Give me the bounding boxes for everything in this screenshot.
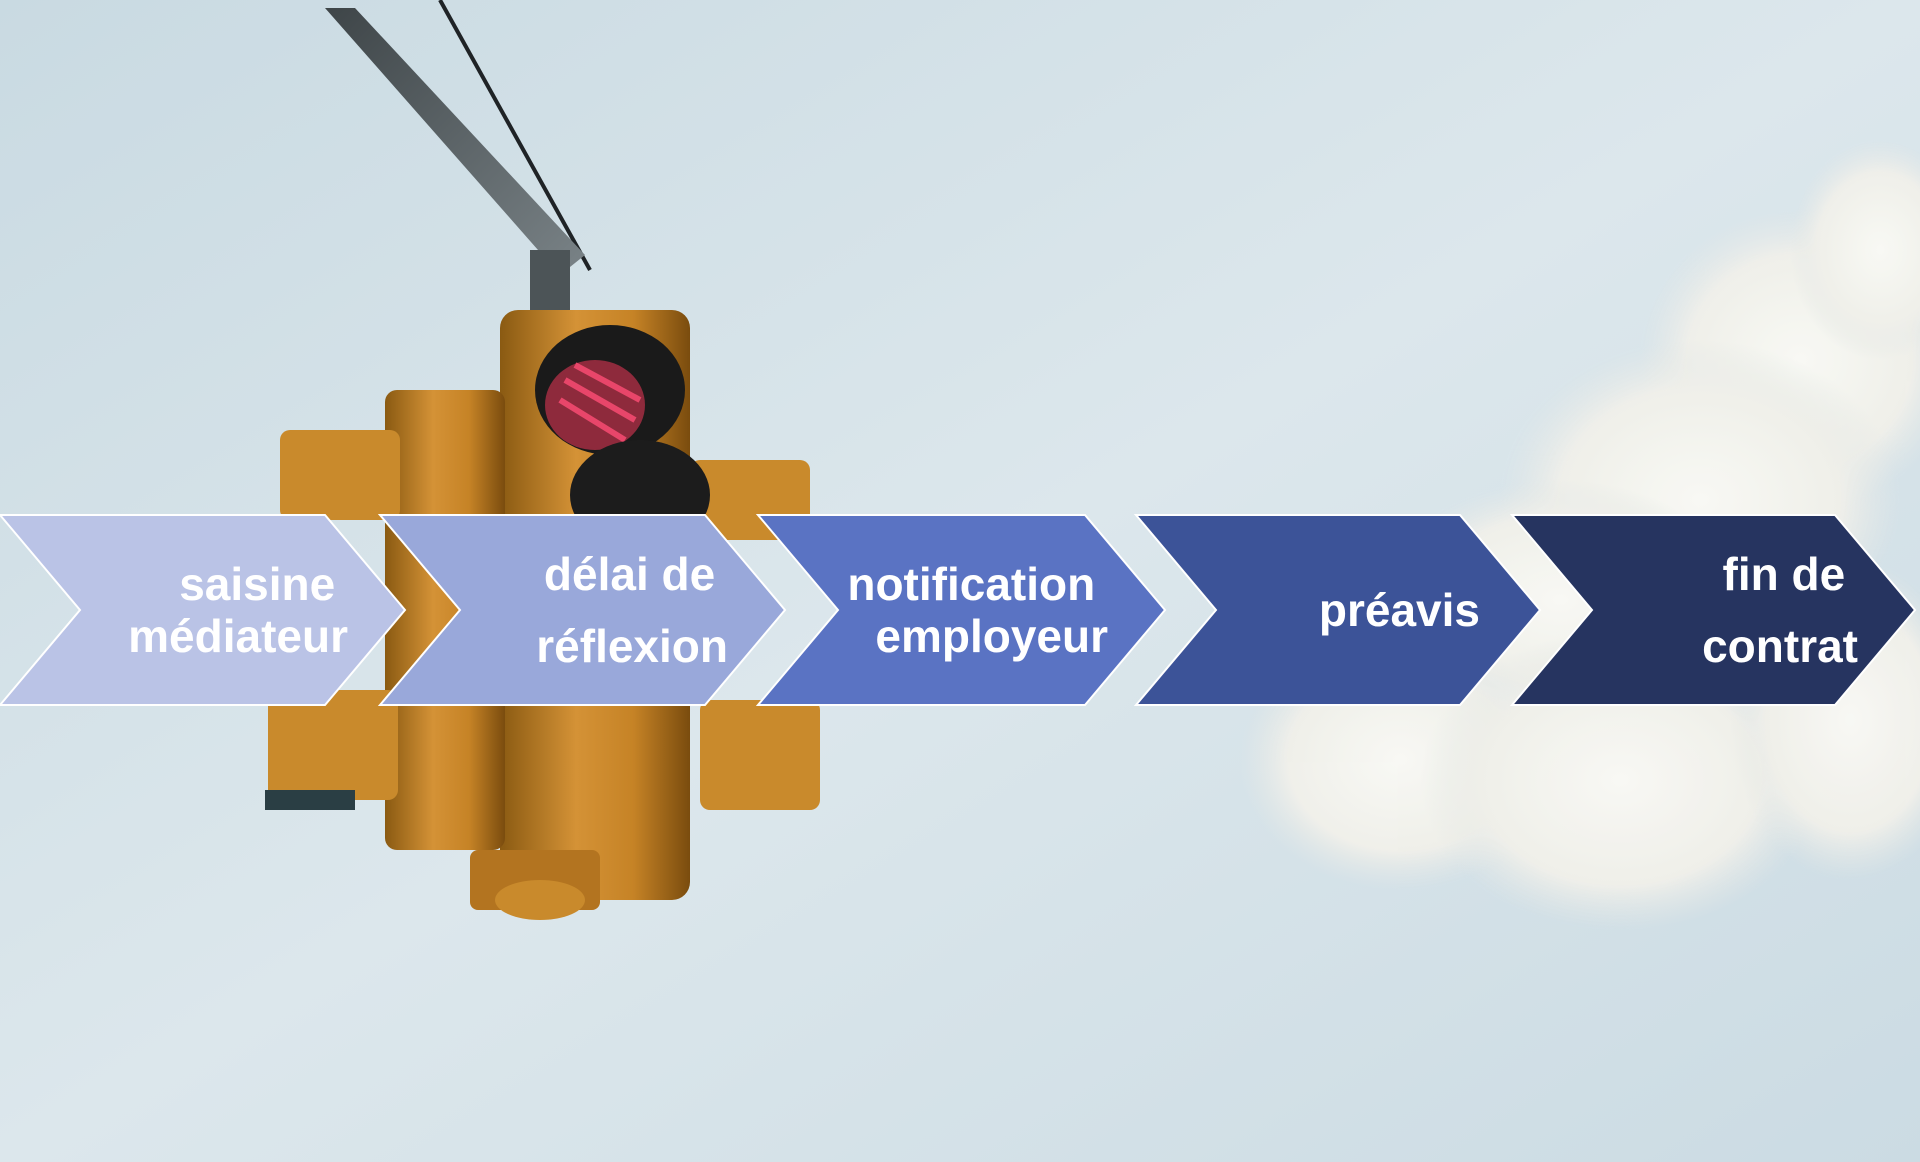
chevron-step-4: préavis bbox=[1133, 514, 1542, 706]
chevron-label: notification employeur bbox=[847, 558, 1108, 662]
chevron-label-line: notification bbox=[847, 558, 1095, 610]
chevron-label-line: saisine bbox=[179, 558, 335, 610]
chevron-label-line: contrat bbox=[1702, 620, 1858, 672]
chevron-label-line: fin de bbox=[1723, 548, 1846, 600]
chevron-shape bbox=[377, 514, 787, 706]
chevron-step-2: délai de réflexion bbox=[377, 514, 787, 706]
chevron-label-line: délai de bbox=[544, 548, 715, 600]
chevron-step-5: fin de contrat bbox=[1509, 514, 1917, 706]
chevron-label: préavis bbox=[1319, 584, 1480, 636]
chevron-shape bbox=[755, 514, 1167, 706]
chevron-label-line: préavis bbox=[1319, 584, 1480, 636]
chevron-shape bbox=[1509, 514, 1917, 706]
chevron-label-line: médiateur bbox=[128, 610, 348, 662]
chevron-label: fin de contrat bbox=[1702, 548, 1858, 672]
chevron-label: délai de réflexion bbox=[536, 548, 728, 672]
chevron-label-line: employeur bbox=[875, 610, 1108, 662]
chevron-step-1: saisine médiateur bbox=[0, 514, 407, 706]
chevron-shape bbox=[0, 514, 407, 706]
chevron-shape bbox=[1133, 514, 1542, 706]
chevron-label-line: réflexion bbox=[536, 620, 728, 672]
chevron-label: saisine médiateur bbox=[128, 558, 348, 662]
chevron-step-3: notification employeur bbox=[755, 514, 1167, 706]
